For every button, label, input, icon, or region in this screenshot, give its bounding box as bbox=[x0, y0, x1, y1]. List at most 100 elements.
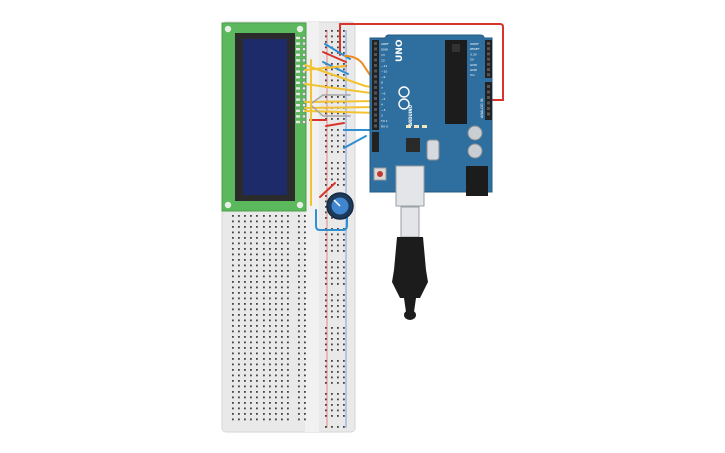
breadboard-hole bbox=[275, 341, 277, 344]
breadboard-hole bbox=[287, 308, 289, 311]
digital-pin bbox=[374, 53, 377, 56]
breadboard-hole bbox=[298, 418, 300, 421]
breadboard-hole bbox=[275, 358, 277, 360]
breadboard-hole bbox=[331, 96, 333, 98]
breadboard-hole bbox=[250, 347, 252, 349]
breadboard-hole bbox=[281, 292, 283, 294]
breadboard-hole bbox=[238, 369, 240, 371]
breadboard-hole bbox=[238, 226, 240, 228]
breadboard-hole bbox=[298, 363, 300, 366]
breadboard-hole bbox=[287, 253, 289, 256]
breadboard-hole bbox=[337, 145, 339, 148]
breadboard-hole bbox=[244, 264, 246, 267]
breadboard-hole bbox=[250, 363, 252, 366]
breadboard-hole bbox=[244, 336, 246, 338]
breadboard-hole bbox=[331, 376, 333, 379]
breadboard-hole bbox=[325, 228, 327, 230]
breadboard-hole bbox=[343, 30, 345, 32]
breadboard-center-channel bbox=[305, 22, 319, 432]
breadboard-hole bbox=[263, 220, 265, 223]
digital-pin-label: ~9 bbox=[381, 75, 386, 79]
breadboard-hole bbox=[298, 407, 300, 410]
breadboard-hole bbox=[331, 343, 333, 346]
breadboard-hole bbox=[244, 297, 246, 300]
breadboard-hole bbox=[331, 261, 333, 263]
breadboard-hole bbox=[238, 380, 240, 382]
breadboard-hole bbox=[232, 303, 234, 305]
lcd-pin bbox=[296, 109, 300, 112]
breadboard-hole bbox=[325, 426, 327, 428]
breadboard-hole bbox=[343, 382, 345, 384]
breadboard-hole bbox=[256, 242, 258, 245]
wire-red bbox=[319, 182, 336, 198]
breadboard-hole bbox=[343, 404, 345, 406]
breadboard-hole bbox=[275, 253, 277, 256]
breadboard-hole bbox=[256, 226, 258, 228]
breadboard-hole bbox=[337, 261, 339, 263]
breadboard-hole bbox=[325, 299, 327, 302]
breadboard-hole bbox=[298, 319, 300, 322]
breadboard-hole bbox=[337, 244, 339, 247]
breadboard-hole bbox=[250, 237, 252, 239]
led-tx bbox=[414, 125, 419, 128]
usb-cable bbox=[392, 206, 428, 320]
breadboard-hole bbox=[325, 206, 327, 208]
breadboard-hole bbox=[275, 407, 277, 410]
breadboard-hole bbox=[275, 270, 277, 272]
breadboard-hole bbox=[232, 330, 234, 333]
breadboard-hole bbox=[298, 215, 300, 217]
breadboard-hole bbox=[337, 376, 339, 379]
analog-pin bbox=[487, 90, 490, 94]
breadboard-hole bbox=[281, 358, 283, 360]
breadboard-hole bbox=[263, 215, 265, 217]
potentiometer[interactable] bbox=[326, 192, 354, 220]
breadboard-hole bbox=[304, 215, 306, 217]
breadboard-hole bbox=[232, 264, 234, 267]
breadboard-hole bbox=[325, 332, 327, 335]
crystal bbox=[426, 139, 440, 161]
wire-5v-red bbox=[339, 23, 504, 101]
breadboard-hole bbox=[337, 349, 339, 351]
header-small bbox=[372, 132, 379, 152]
digital-pin bbox=[374, 102, 377, 106]
breadboard-hole bbox=[250, 242, 252, 245]
breadboard-hole bbox=[343, 261, 345, 263]
breadboard-hole bbox=[244, 391, 246, 393]
breadboard-hole bbox=[325, 393, 327, 395]
breadboard-hole bbox=[275, 264, 277, 267]
breadboard-hole bbox=[343, 277, 345, 280]
breadboard-hole bbox=[298, 275, 300, 278]
breadboard-hole bbox=[275, 325, 277, 327]
breadboard-hole bbox=[337, 277, 339, 280]
breadboard-hole bbox=[298, 231, 300, 234]
breadboard-hole bbox=[287, 413, 289, 415]
breadboard-hole bbox=[304, 330, 306, 333]
breadboard-hole bbox=[275, 363, 277, 366]
breadboard-hole bbox=[263, 407, 265, 410]
breadboard-hole bbox=[298, 347, 300, 349]
breadboard-hole bbox=[337, 299, 339, 302]
power-pin bbox=[487, 62, 490, 66]
breadboard-hole bbox=[298, 220, 300, 223]
capacitor bbox=[467, 125, 483, 141]
breadboard-hole bbox=[281, 385, 283, 388]
power-pin bbox=[487, 57, 490, 61]
breadboard-hole bbox=[325, 316, 327, 318]
breadboard-hole bbox=[269, 330, 271, 333]
breadboard-hole bbox=[263, 281, 265, 283]
breadboard-hole bbox=[298, 396, 300, 399]
breadboard-hole bbox=[263, 385, 265, 388]
breadboard-hole bbox=[238, 330, 240, 333]
breadboard-hole bbox=[343, 266, 345, 269]
breadboard-hole bbox=[275, 248, 277, 250]
breadboard-hole bbox=[269, 259, 271, 261]
breadboard-hole bbox=[281, 319, 283, 322]
breadboard-hole bbox=[238, 325, 240, 327]
reset-button-cap[interactable] bbox=[377, 171, 383, 177]
breadboard-hole bbox=[250, 402, 252, 404]
breadboard-hole bbox=[325, 371, 327, 373]
breadboard-hole bbox=[343, 305, 345, 307]
capacitor bbox=[467, 143, 483, 159]
breadboard-hole bbox=[250, 407, 252, 410]
lcd-pin-pad bbox=[302, 36, 306, 40]
